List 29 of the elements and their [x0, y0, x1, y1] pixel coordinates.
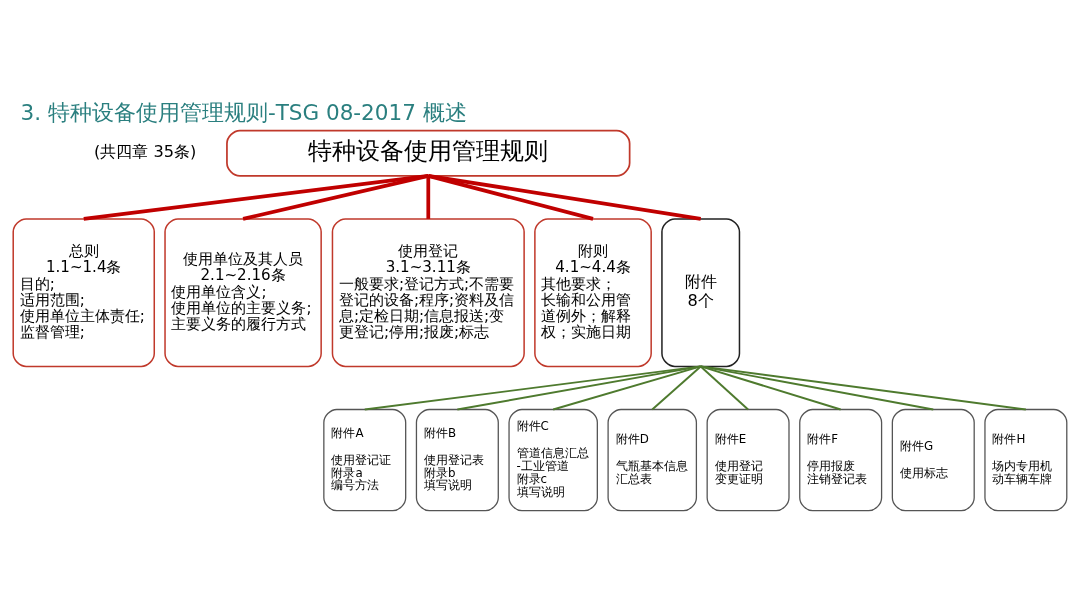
connector [456, 364, 702, 410]
connector [552, 364, 702, 410]
connector [699, 364, 935, 410]
connector [699, 364, 750, 410]
connector [427, 173, 594, 221]
node-box: 附则 4.1~4.4条 其他要求； 长输和公用管道例外；解释权；实施日期 [534, 217, 652, 367]
node-box: 附件E 使用登记变更证明 [706, 408, 790, 511]
connector [363, 364, 702, 410]
node-box: 附件F 停用报废注销登记表 [799, 408, 883, 511]
connector [651, 364, 702, 410]
node-box: 附件C 管道信息汇总-工业管道 附录c 填写说明 [508, 408, 598, 511]
node-box: 附件B 使用登记表 附录b 填写说明 [415, 408, 499, 511]
node-box: 使用单位及其人员 2.1~2.16条 使用单位含义; 使用单位的主要义务; 主要义务的履行方式 [164, 217, 322, 367]
connector [426, 175, 431, 219]
node-box: 附件G 使用标志 [891, 408, 975, 511]
diagram-title: 3. 特种设备使用管理规则-TSG 08-2017 概述 [20, 99, 467, 125]
connector [83, 173, 429, 221]
node-box: 特种设备使用管理规则 [226, 129, 631, 177]
node-box: 附件D 气瓶基本信息汇总表 [607, 408, 698, 511]
node-box: 附件A 使用登记证 附录a 编号方法 [323, 408, 407, 511]
connector [428, 173, 701, 221]
node-label: (共四章 35条) [93, 141, 197, 161]
connector [699, 364, 1027, 410]
connector [242, 173, 429, 221]
node-box: 附件H 场内专用机动车辆车牌 [984, 408, 1068, 511]
node-box: 附件 8个 [661, 217, 741, 367]
node-box: 总则 1.1~1.4条 目的; 适用范围; 使用单位主体责任; 监督管理; [12, 217, 155, 367]
connector [699, 364, 842, 410]
node-box: 使用登记 3.1~3.11条 一般要求;登记方式;不需要登记的设备;程序;资料及信息;定检日期;信息报送;变更登记;停用;报废;标志 [331, 217, 525, 367]
